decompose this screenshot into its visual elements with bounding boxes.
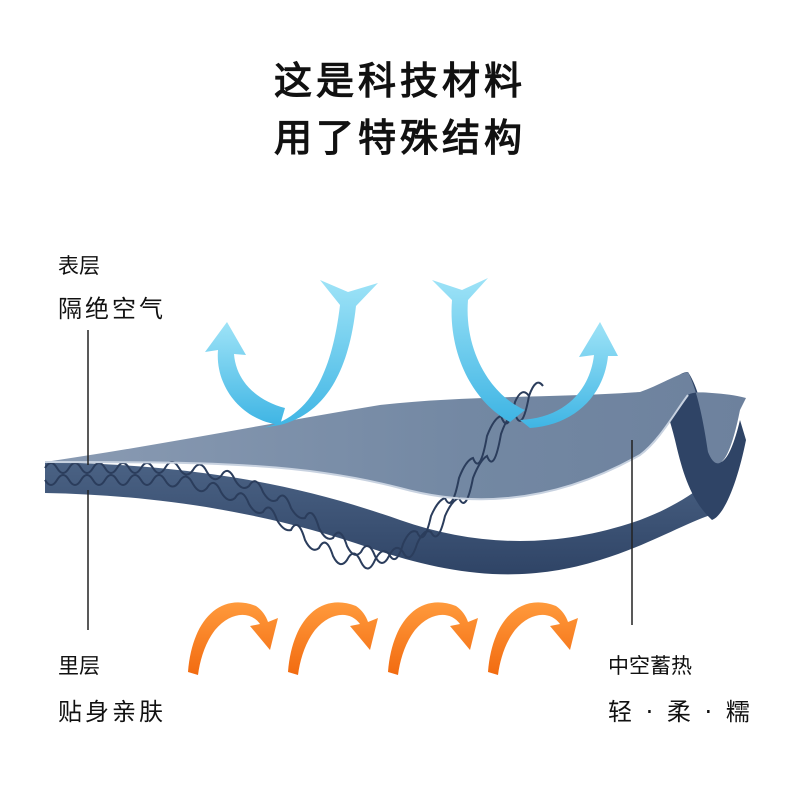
spacer-yarn-wave-2 [44, 391, 530, 570]
title-line-2: 用了特殊结构 [273, 116, 526, 160]
air-arrow-left-outer [205, 322, 285, 425]
label-core-traits: 轻 · 柔 · 糯 [608, 698, 753, 726]
fabric-inner-line [44, 394, 689, 501]
heat-arrow-4 [488, 602, 578, 675]
title-line-1: 这是科技材料 [273, 59, 526, 103]
fabric-underside [45, 440, 745, 575]
air-arrow-right-inner [432, 278, 525, 422]
label-surface-feature: 隔绝空气 [58, 295, 166, 323]
heat-arrow-3 [388, 602, 478, 675]
label-inner-feature: 贴身亲肤 [58, 698, 166, 726]
label-surface-layer: 表层 [58, 254, 100, 278]
heat-arrow-1 [188, 602, 278, 675]
label-inner-layer: 里层 [58, 654, 100, 678]
air-arrow-left-inner [262, 280, 378, 428]
heat-arrow-2 [288, 602, 378, 675]
fabric-right-edge [660, 372, 746, 520]
label-core-feature: 中空蓄热 [608, 654, 692, 678]
air-arrow-right-outer [520, 322, 618, 428]
